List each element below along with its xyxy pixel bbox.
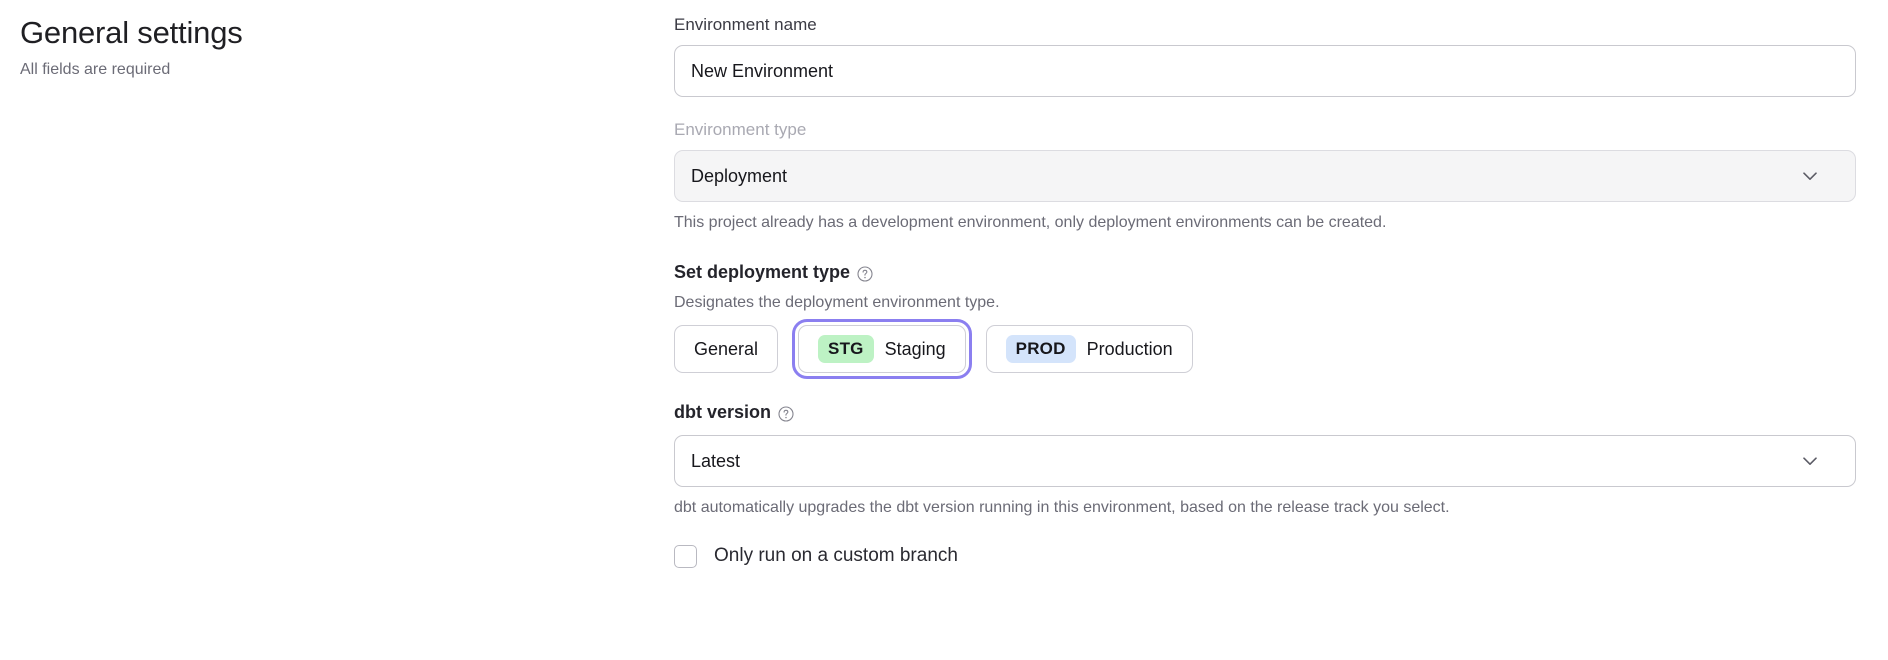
dbt-version-heading: dbt version (674, 401, 1856, 424)
general-settings-form: Environment name New Environment Environ… (674, 14, 1856, 568)
question-circle-icon[interactable] (778, 405, 794, 422)
chevron-down-icon (1803, 456, 1817, 466)
deployment-type-option-production-label: Production (1086, 338, 1173, 359)
custom-branch-row: Only run on a custom branch (674, 544, 1856, 568)
page-title: General settings (20, 15, 243, 50)
dbt-version-value: Latest (691, 450, 741, 471)
environment-name-label: Environment name (674, 15, 817, 34)
environment-name-input[interactable]: New Environment (674, 45, 1856, 97)
deployment-type-option-general-label: General (694, 338, 759, 359)
deployment-type-heading-text: Set deployment type (674, 262, 851, 282)
environment-type-field-group: Environment type Deployment This project… (674, 119, 1856, 233)
deployment-type-heading: Set deployment type (674, 261, 1856, 284)
question-circle-icon[interactable] (857, 265, 873, 282)
environment-type-select[interactable]: Deployment (674, 150, 1856, 202)
environment-name-field-group: Environment name New Environment (674, 14, 1856, 97)
production-badge: PROD (1005, 335, 1076, 363)
deployment-type-field-group: Set deployment type Designates the deplo… (674, 261, 1856, 379)
environment-type-helper-text: This project already has a development e… (674, 214, 1387, 231)
chevron-down-icon (1803, 171, 1817, 181)
deployment-type-option-staging-label: Staging (884, 338, 946, 359)
dbt-version-field-group: dbt version Latest dbt automati (674, 401, 1856, 518)
environment-type-value: Deployment (691, 165, 788, 186)
custom-branch-label[interactable]: Only run on a custom branch (714, 545, 958, 566)
environment-type-label: Environment type (674, 120, 807, 139)
deployment-type-option-staging[interactable]: STG Staging (792, 319, 972, 379)
settings-header: General settings All fields are required (20, 14, 580, 80)
page-subtitle: All fields are required (20, 61, 171, 78)
dbt-version-select[interactable]: Latest (674, 435, 1856, 487)
deployment-type-option-general[interactable]: General (674, 325, 779, 373)
deployment-type-option-production[interactable]: PROD Production (985, 325, 1193, 373)
deployment-type-description: Designates the deployment environment ty… (674, 294, 1000, 311)
custom-branch-checkbox[interactable] (674, 544, 697, 568)
dbt-version-helper-text: dbt automatically upgrades the dbt versi… (674, 499, 1450, 516)
staging-badge: STG (818, 335, 874, 363)
deployment-type-toggle-group: General STG Staging PROD Production (674, 319, 1856, 379)
dbt-version-heading-text: dbt version (674, 402, 772, 422)
